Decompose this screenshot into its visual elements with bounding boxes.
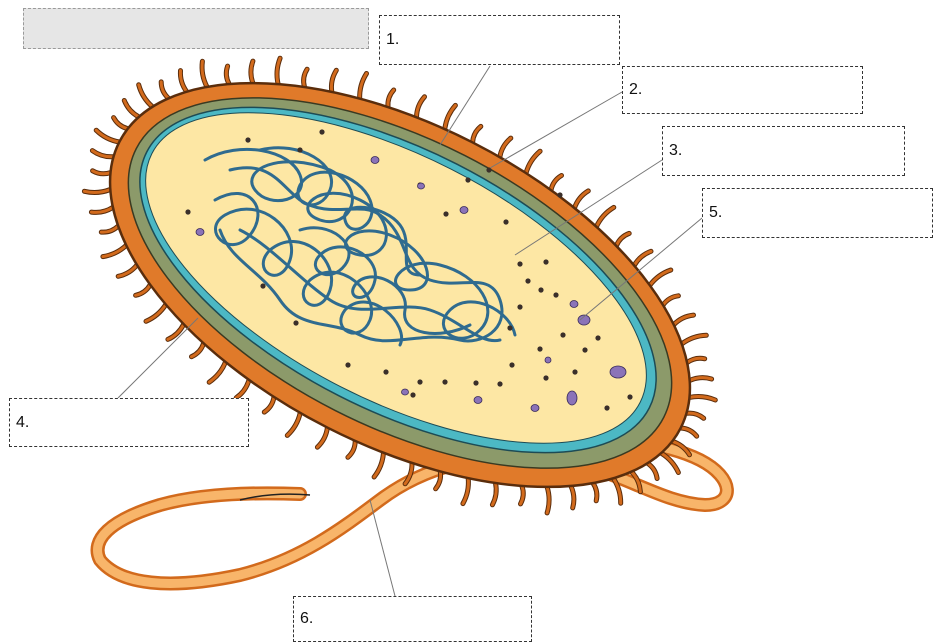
ribosome <box>417 379 422 384</box>
ribosome <box>507 325 512 330</box>
inclusion-granule <box>196 229 204 236</box>
label-box-1[interactable]: 1. <box>379 15 620 65</box>
ribosome <box>185 209 190 214</box>
ribosome <box>525 278 530 283</box>
label-box-3[interactable]: 3. <box>662 126 905 176</box>
label-box-6[interactable]: 6. <box>293 596 532 642</box>
ribosome <box>517 261 522 266</box>
ribosome <box>582 347 587 352</box>
ribosome <box>486 167 491 172</box>
ribosome <box>503 219 508 224</box>
ribosome <box>557 192 562 197</box>
ribosome <box>245 137 250 142</box>
ribosome <box>442 379 447 384</box>
label-box-4[interactable]: 4. <box>9 398 249 447</box>
ribosome <box>537 346 542 351</box>
ribosome <box>383 369 388 374</box>
ribosome <box>627 394 632 399</box>
ribosome <box>297 147 302 152</box>
ribosome <box>497 381 502 386</box>
ribosome <box>595 335 600 340</box>
inclusion-granule <box>545 357 551 363</box>
ribosome <box>465 177 470 182</box>
inclusion-granule <box>418 183 425 189</box>
ribosome <box>473 380 478 385</box>
ribosome <box>517 304 522 309</box>
ribosome <box>604 405 609 410</box>
inclusion-granule <box>610 366 626 378</box>
ribosome <box>443 211 448 216</box>
inclusion-granule <box>570 301 578 308</box>
ribosome <box>543 375 548 380</box>
ribosome <box>553 292 558 297</box>
ribosome <box>293 320 298 325</box>
inclusion-granule <box>371 157 379 164</box>
ribosome <box>538 287 543 292</box>
ribosome <box>260 283 265 288</box>
ribosome <box>319 129 324 134</box>
inclusion-granule <box>531 405 539 412</box>
label-box-2[interactable]: 2. <box>622 66 863 114</box>
inclusion-granule <box>402 389 409 395</box>
ribosome <box>543 259 548 264</box>
inclusion-granule <box>460 207 468 214</box>
ribosome <box>560 332 565 337</box>
ribosome <box>345 362 350 367</box>
label-box-5[interactable]: 5. <box>702 188 933 238</box>
ribosome <box>509 362 514 367</box>
ribosome <box>410 392 415 397</box>
ribosome <box>572 369 577 374</box>
inclusion-granule <box>474 397 482 404</box>
inclusion-granule <box>567 391 577 405</box>
